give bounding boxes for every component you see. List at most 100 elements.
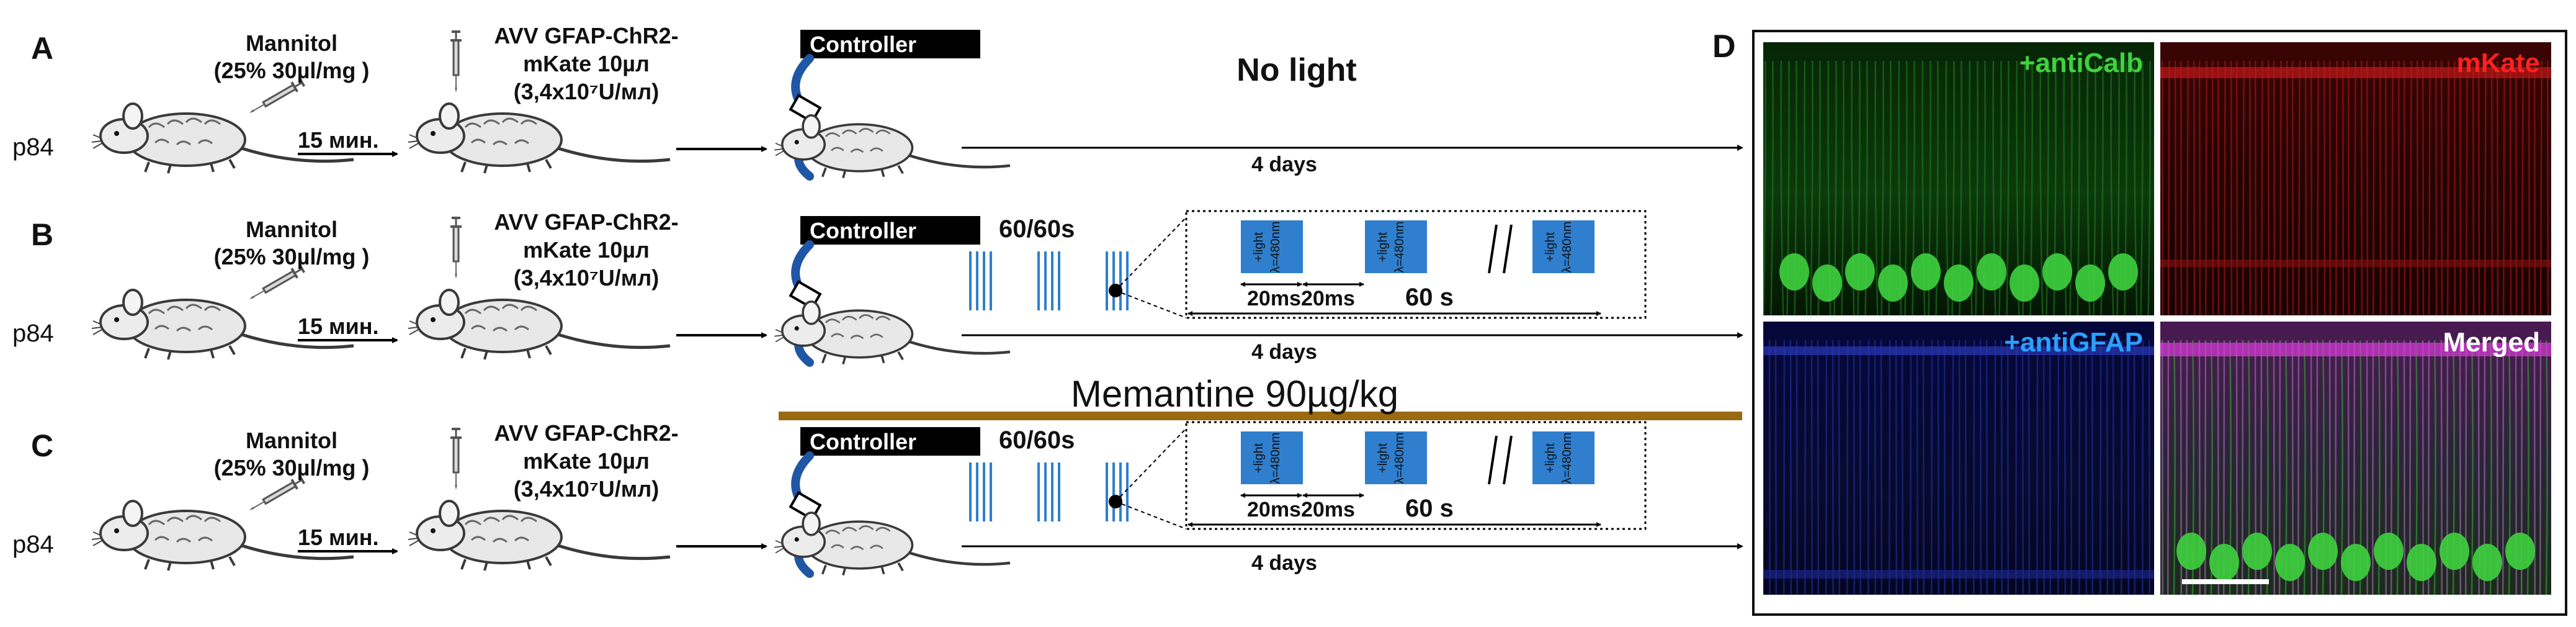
mannitol-label: Mannitol bbox=[246, 428, 338, 453]
axis-break bbox=[1488, 435, 1513, 485]
wavelength-label: λ=480nm bbox=[1269, 222, 1282, 273]
period-label: 60 s bbox=[1405, 495, 1454, 522]
stimulation-train bbox=[1033, 251, 1064, 310]
mouse-illustration bbox=[408, 104, 670, 173]
channel-label: mKate bbox=[2457, 48, 2541, 78]
wavelength-label: λ=480nm bbox=[1393, 222, 1407, 273]
virus-label: AVV GFAP-ChR2- bbox=[494, 420, 678, 446]
controller-box bbox=[800, 216, 980, 245]
mouse-illustration bbox=[774, 115, 1010, 178]
wavelength-label: λ=480nm bbox=[1560, 433, 1574, 484]
delay-label: 15 мин. bbox=[298, 127, 379, 153]
syringe-icon bbox=[245, 263, 306, 305]
zoom-line bbox=[1115, 217, 1187, 291]
wavelength-label: λ=480nm bbox=[1269, 433, 1282, 484]
virus-label: (3,4x10⁷U/мл) bbox=[514, 476, 659, 502]
controller-box bbox=[800, 427, 980, 456]
controller-label: Controller bbox=[810, 218, 916, 243]
panel-letter-d: D bbox=[1712, 29, 1736, 65]
pulse-inset bbox=[1185, 421, 1647, 530]
delay-label: 15 мин. bbox=[298, 314, 379, 339]
stimulation-train bbox=[1033, 462, 1064, 521]
pulse-timing-label: 20ms20ms bbox=[1247, 498, 1355, 521]
duration-label: 4 days bbox=[1251, 340, 1317, 364]
micrograph-blue: +antiGFAP bbox=[1763, 322, 2154, 595]
controller-label: Controller bbox=[810, 32, 916, 57]
wavelength-label: λ=480nm bbox=[1393, 433, 1407, 484]
virus-label: mKate 10µл bbox=[523, 51, 650, 76]
period-label: 60 s bbox=[1405, 284, 1454, 311]
micrograph-merged: Merged bbox=[2160, 322, 2551, 595]
wavelength-label: λ=480nm bbox=[1560, 222, 1574, 273]
micrograph-red: mKate bbox=[2160, 42, 2551, 315]
mannitol-label: (25% 30µl/mg ) bbox=[214, 455, 370, 480]
scale-bar bbox=[2182, 579, 2269, 584]
virus-label: mKate 10µл bbox=[523, 448, 650, 474]
zoom-line bbox=[1115, 290, 1187, 318]
channel-label: +antiGFAP bbox=[2004, 327, 2143, 358]
pulse-label: +light bbox=[1376, 232, 1390, 262]
mannitol-label: (25% 30µl/mg ) bbox=[214, 244, 370, 269]
zoom-line bbox=[1115, 501, 1187, 530]
mouse-illustration bbox=[774, 513, 1010, 575]
virus-label: (3,4x10⁷U/мл) bbox=[514, 79, 659, 104]
duration-label: 4 days bbox=[1251, 153, 1317, 176]
age-label: p84 bbox=[12, 531, 54, 558]
panel-letter-b: B bbox=[31, 217, 53, 252]
protocol-label: 60/60s bbox=[999, 426, 1075, 454]
panel-letter-c: C bbox=[31, 428, 53, 463]
syringe-icon bbox=[449, 30, 463, 94]
pulse-label: +light bbox=[1544, 232, 1557, 262]
virus-label: (3,4x10⁷U/мл) bbox=[514, 265, 659, 291]
micrograph-panel: D +antiCalb mKate +antiGFAP Merged bbox=[1712, 29, 2567, 616]
stimulation-train bbox=[1101, 251, 1132, 310]
axis-break bbox=[1488, 224, 1513, 274]
mannitol-label: Mannitol bbox=[246, 217, 338, 242]
pulse-label: +light bbox=[1376, 443, 1390, 473]
virus-label: AVV GFAP-ChR2- bbox=[494, 209, 678, 235]
virus-label: mKate 10µл bbox=[523, 237, 650, 263]
zoom-line bbox=[1115, 428, 1187, 502]
delay-label: 15 мин. bbox=[298, 525, 379, 550]
micrograph-green: +antiCalb bbox=[1763, 42, 2154, 315]
mouse-illustration bbox=[408, 501, 670, 571]
channel-label: Merged bbox=[2443, 327, 2540, 358]
protocol-label: 60/60s bbox=[999, 215, 1075, 243]
pulse-inset bbox=[1185, 210, 1647, 319]
channel-label: +antiCalb bbox=[2019, 48, 2143, 78]
age-label: p84 bbox=[12, 320, 54, 347]
controller-label: Controller bbox=[810, 429, 916, 454]
stimulation-train bbox=[1101, 462, 1132, 521]
mouse-illustration bbox=[408, 290, 670, 359]
stimulation-train bbox=[965, 462, 996, 521]
syringe-icon bbox=[449, 428, 463, 491]
mannitol-label: (25% 30µl/mg ) bbox=[214, 58, 370, 83]
pulse-timing-label: 20ms20ms bbox=[1247, 287, 1355, 310]
stimulation-train bbox=[965, 251, 996, 310]
syringe-icon bbox=[449, 217, 463, 280]
virus-label: AVV GFAP-ChR2- bbox=[494, 23, 678, 48]
mouse-illustration bbox=[774, 302, 1010, 364]
controller-box bbox=[800, 30, 980, 58]
syringe-icon bbox=[245, 76, 306, 119]
panel-letter-a: A bbox=[31, 31, 53, 66]
pulse-label: +light bbox=[1544, 443, 1557, 473]
pulse-label: +light bbox=[1252, 232, 1266, 262]
syringe-icon bbox=[245, 474, 306, 516]
age-label: p84 bbox=[12, 133, 54, 161]
mannitol-label: Mannitol bbox=[246, 30, 338, 56]
pulse-label: +light bbox=[1252, 443, 1266, 473]
duration-label: 4 days bbox=[1251, 551, 1317, 575]
memantine-label: Memantine 90µg/kg bbox=[1071, 373, 1398, 415]
condition-label: No light bbox=[1237, 52, 1357, 88]
